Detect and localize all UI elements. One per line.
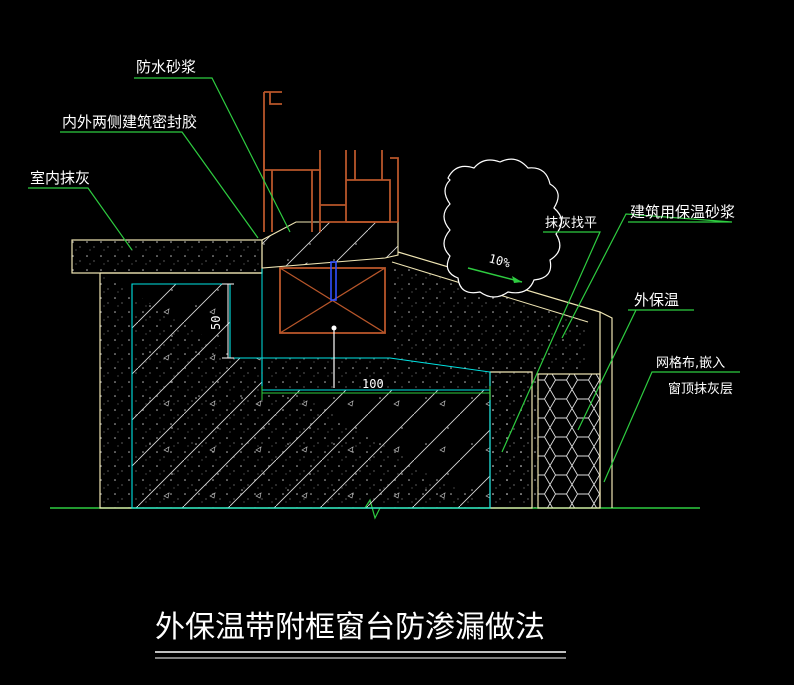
- slope-text: 10%: [487, 251, 512, 270]
- insulation-mortar-layer: [390, 262, 588, 372]
- insulation-mortar-column: [490, 372, 538, 508]
- label-outer-insulation: 外保温: [634, 291, 679, 309]
- leveling-plaster-cloud: [443, 158, 563, 298]
- label-mesh-line2: 窗顶抹灰层: [668, 381, 733, 397]
- anchor-bolt: [330, 261, 337, 301]
- outer-insulation-block: [537, 373, 601, 509]
- drawing-title: 外保温带附框窗台防渗漏做法: [155, 610, 545, 645]
- sub-frame-box: [279, 267, 386, 334]
- slope-arrowhead: [512, 276, 522, 283]
- label-sealant: 内外两侧建筑密封胶: [62, 113, 197, 131]
- anchor-head: [331, 325, 337, 331]
- waterproof-mortar-layer: [261, 221, 399, 269]
- label-indoor-plaster: 室内抹灰: [30, 169, 90, 187]
- leader-lines: [28, 77, 740, 483]
- label-insulation-mortar: 建筑用保温砂浆: [630, 203, 735, 221]
- slope-arrow: [467, 267, 523, 283]
- label-level-plaster: 抹灰找平: [545, 216, 597, 231]
- outer-plaster: [599, 311, 613, 508]
- indoor-plaster-ledge: [71, 239, 263, 274]
- window-frame-profile: [263, 91, 399, 232]
- dim-width-text: 100: [362, 377, 384, 391]
- label-waterproof-mortar: 防水砂浆: [136, 58, 196, 76]
- label-mesh-line1: 网格布,嵌入: [656, 355, 725, 371]
- dim-height-text: 50: [209, 316, 223, 330]
